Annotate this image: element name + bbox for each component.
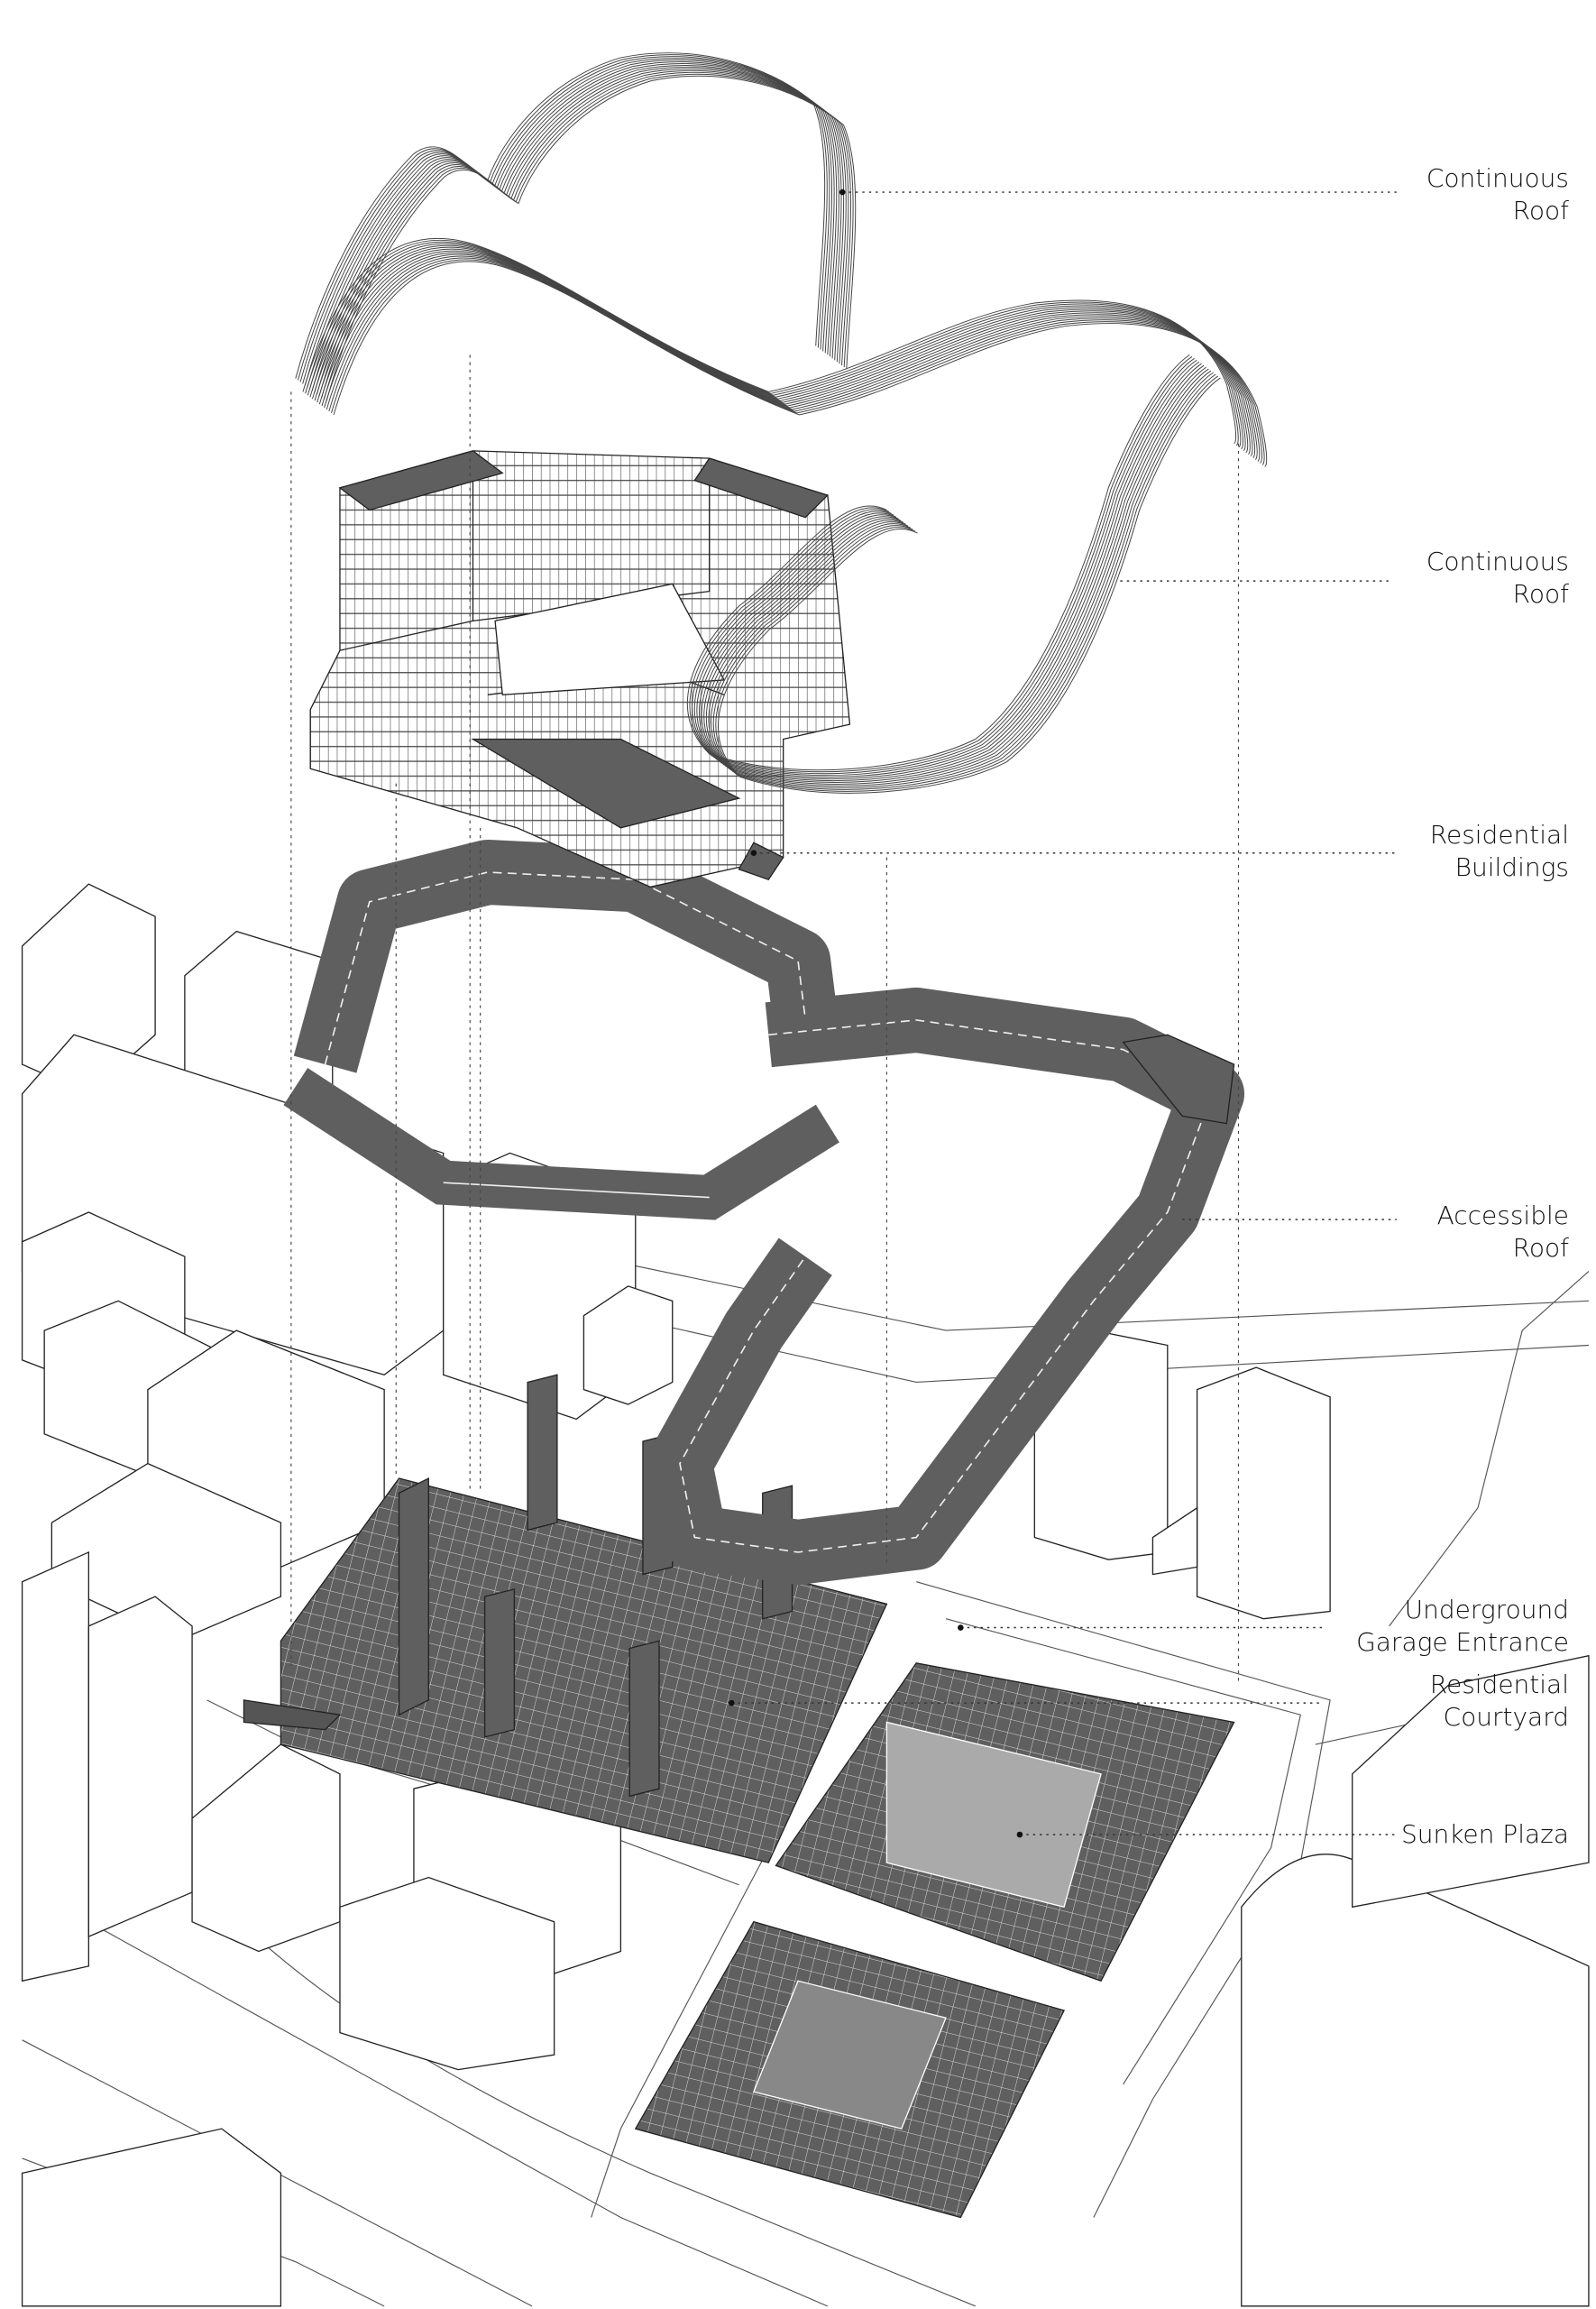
accessible-roof-level	[283, 839, 1245, 1586]
roof-ribbon-strand	[318, 250, 1253, 784]
roof-ribbon-strand	[321, 72, 851, 399]
label-line: Residential	[1429, 820, 1569, 850]
roof-ribbon-strand	[295, 52, 826, 379]
roof-ribbon-strand	[326, 255, 1261, 788]
label-line: Roof	[1512, 196, 1569, 225]
roof-ribbon-strand	[304, 60, 835, 386]
roof-ribbon-strand	[302, 237, 1237, 771]
label-line: Continuous	[1426, 163, 1569, 193]
roof-ribbon-strand	[328, 257, 1262, 790]
label-line: Continuous	[1426, 547, 1569, 576]
roof-ribbon-strand	[309, 63, 839, 390]
roof-ribbon-strand	[318, 70, 849, 397]
roof-ribbon-strand	[321, 252, 1256, 785]
roof-ribbon-strand	[326, 75, 857, 402]
label-line: Underground	[1404, 1595, 1569, 1624]
label-line: Buildings	[1454, 852, 1569, 882]
roof-ribbon-strand	[314, 246, 1249, 780]
roof-ribbon-strand	[316, 69, 847, 395]
roof-ribbon-strand	[330, 259, 1265, 792]
roof-ribbon-strand	[314, 67, 845, 393]
roof-ribbon-strand	[302, 58, 832, 384]
continuous-roof-ribbons	[295, 52, 1268, 794]
roof-ribbon-strand	[309, 243, 1243, 777]
roof-ribbon-strand	[305, 239, 1239, 773]
roof-ribbon-strand	[316, 248, 1251, 782]
leader-lines	[731, 191, 1397, 1835]
roof-ribbon-strand	[324, 253, 1258, 787]
roof-ribbon-strand	[312, 244, 1246, 778]
label-line: Residential	[1429, 1670, 1569, 1699]
residential-buildings-block	[309, 450, 851, 888]
label-sunken-plaza: Sunken Plaza	[1401, 1818, 1569, 1851]
ground-level-plaza	[243, 1477, 1235, 2219]
roof-ribbon-strand	[323, 73, 854, 400]
roof-ribbon-strand	[333, 261, 1268, 794]
label-line: Garage Entrance	[1356, 1627, 1569, 1657]
roof-ribbon-strand	[299, 56, 830, 382]
label-line: Sunken Plaza	[1400, 1819, 1569, 1849]
roof-ribbon-strand	[307, 241, 1242, 775]
roof-ribbon-strand	[297, 54, 828, 381]
label-line: Accessible	[1436, 1200, 1569, 1230]
label-line: Roof	[1512, 579, 1569, 609]
projection-lines	[290, 354, 1240, 1686]
roof-ribbon-strand	[307, 61, 838, 388]
label-line: Courtyard	[1443, 1702, 1569, 1732]
label-line: Roof	[1512, 1233, 1569, 1263]
roof-ribbon-strand	[311, 65, 842, 391]
